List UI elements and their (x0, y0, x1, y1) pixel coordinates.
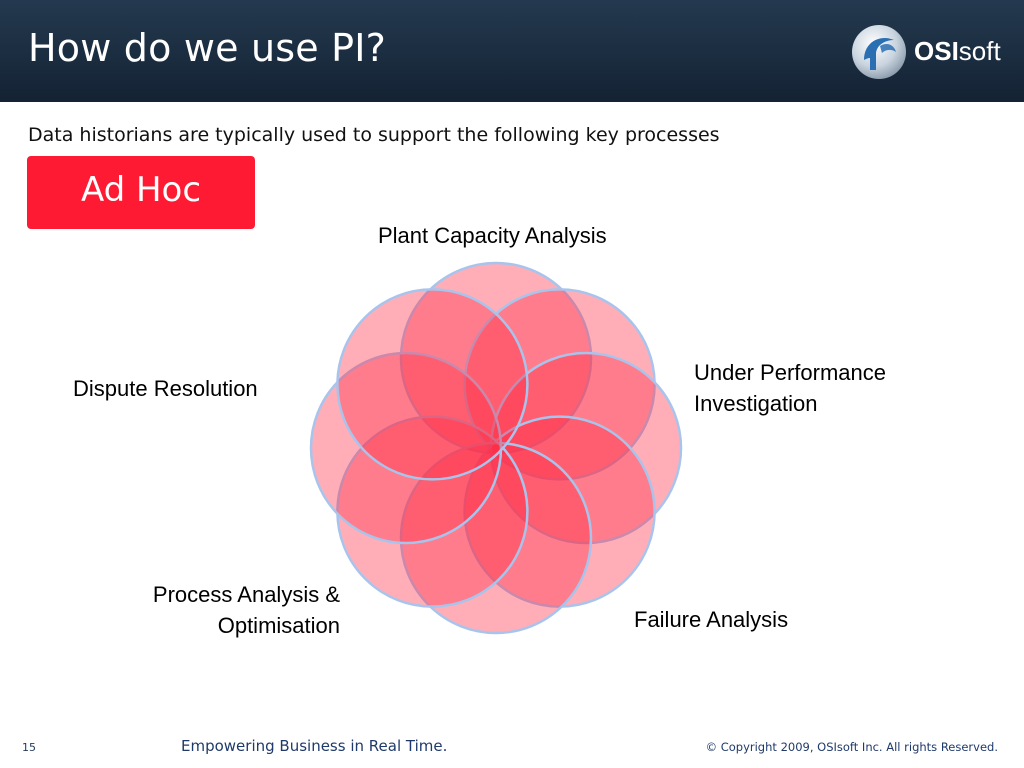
footer-copyright: © Copyright 2009, OSIsoft Inc. All right… (705, 740, 998, 754)
page-title: How do we use PI? (28, 26, 386, 70)
label-under-line1: Under Performance (694, 360, 886, 385)
logo-prefix: OSI (914, 36, 959, 66)
flower-petal (399, 261, 593, 455)
flower-petal (463, 288, 656, 481)
label-process-line1: Process Analysis & (152, 582, 340, 607)
label-failure-analysis: Failure Analysis (634, 607, 789, 632)
label-plant-capacity-analysis: Plant Capacity Analysis (378, 223, 607, 248)
ad-hoc-badge: Ad Hoc (27, 156, 255, 229)
footer-tagline: Empowering Business in Real Time. (181, 737, 448, 755)
label-process-line2: Optimisation (217, 613, 340, 638)
flower-petal (309, 351, 503, 545)
flower-petals (309, 261, 683, 635)
flower-petal (463, 415, 656, 608)
label-under-performance-investigation: Under Performance Investigation (694, 357, 886, 419)
label-dispute-resolution: Dispute Resolution (73, 376, 258, 401)
flower-petal (489, 351, 683, 545)
osisoft-logo: OSIsoft (850, 22, 1010, 82)
logo-wordmark: OSIsoft (914, 36, 1001, 67)
slide-subtitle: Data historians are typically used to su… (28, 124, 720, 146)
flower-petal (336, 415, 529, 608)
osisoft-logo-icon (852, 25, 906, 79)
label-process-analysis-optimisation: Process Analysis & Optimisation (100, 579, 340, 641)
flower-petal (399, 441, 593, 635)
logo-suffix: soft (958, 36, 1001, 66)
flower-petal (336, 288, 529, 481)
label-under-line2: Investigation (694, 391, 818, 416)
header-bar: How do we use PI? OSIsoft (0, 0, 1024, 102)
page-number: 15 (22, 741, 36, 754)
